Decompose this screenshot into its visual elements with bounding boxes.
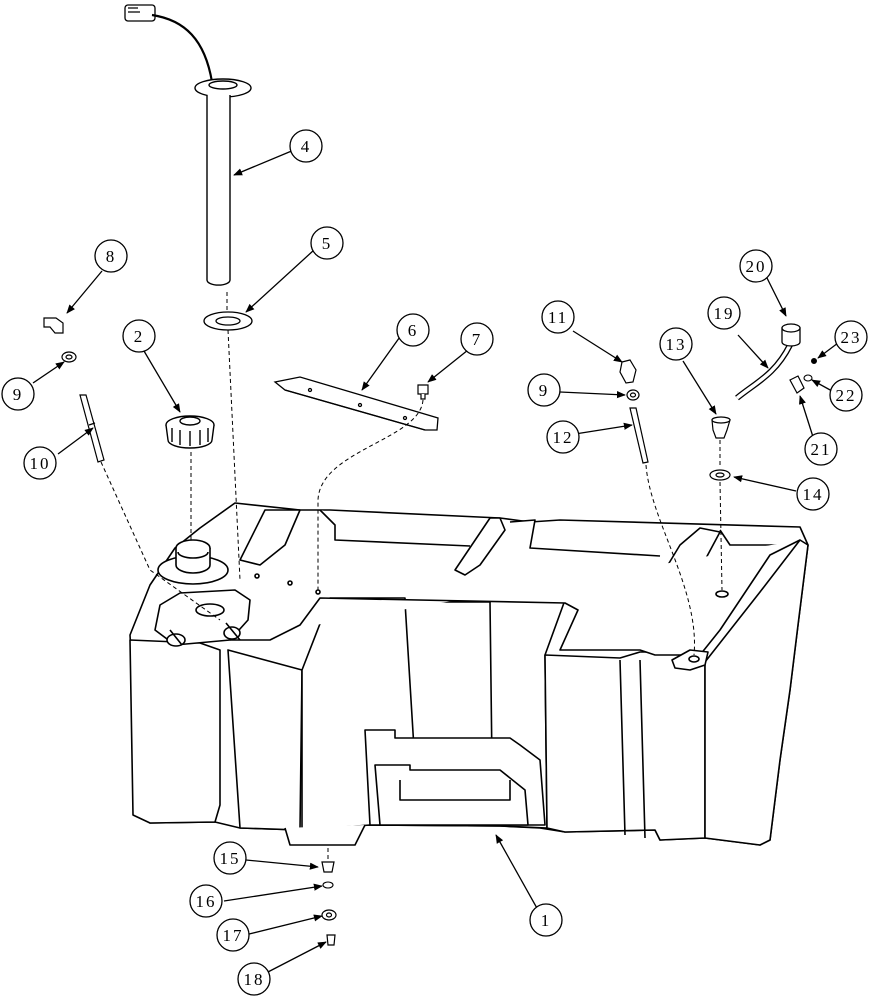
grommet-right	[626, 389, 640, 401]
callout-13-label: 13	[666, 335, 687, 354]
callout-16: 16	[189, 884, 223, 918]
callout-9-right-label: 9	[539, 381, 550, 400]
assembly-lines	[100, 292, 723, 860]
callout-19: 19	[707, 296, 741, 330]
small-washer-22	[803, 374, 813, 382]
callout-14-label: 14	[803, 485, 824, 504]
mounting-strap	[273, 376, 439, 431]
callout-22-label: 22	[836, 386, 857, 405]
callout-12: 12	[546, 420, 580, 454]
callout-2-label: 2	[134, 327, 145, 346]
callout-9-left: 9	[1, 377, 35, 411]
callout-2: 2	[122, 319, 156, 353]
callout-4-label: 4	[301, 137, 312, 156]
callout-20-label: 20	[746, 257, 767, 276]
callout-15: 15	[213, 841, 247, 875]
grommet-left	[61, 351, 77, 363]
callout-5: 5	[310, 226, 344, 260]
callout-23: 23	[834, 320, 868, 354]
callout-8-label: 8	[106, 247, 117, 266]
o-ring	[322, 881, 334, 889]
sender-wire-harness	[124, 4, 214, 83]
vent-filter	[781, 323, 801, 347]
leader-lines	[32, 149, 839, 974]
filler-cap	[165, 415, 215, 449]
callout-4: 4	[289, 129, 323, 163]
callout-22: 22	[829, 378, 863, 412]
vent-fitting-right	[619, 359, 637, 384]
callout-23-label: 23	[841, 328, 862, 347]
callout-8: 8	[94, 239, 128, 273]
callout-7: 7	[460, 322, 494, 356]
callout-17-label: 17	[223, 926, 244, 945]
vent-hose	[735, 343, 793, 401]
callout-14: 14	[796, 477, 830, 511]
callout-21: 21	[804, 432, 838, 466]
callout-18: 18	[237, 962, 271, 996]
drain-plug	[326, 934, 336, 946]
sender-gasket	[203, 311, 253, 331]
drain-washer	[321, 909, 337, 921]
callout-1-label: 1	[541, 911, 552, 930]
drain-fitting	[321, 861, 335, 873]
callout-12-label: 12	[553, 428, 574, 447]
callout-9-right: 9	[527, 373, 561, 407]
callout-6: 6	[396, 313, 430, 347]
callout-10: 10	[23, 446, 57, 480]
callout-17: 17	[216, 918, 250, 952]
callout-1: 1	[529, 903, 563, 937]
hose-clamp	[789, 375, 805, 394]
callout-5-label: 5	[322, 234, 333, 253]
strap-bolt	[417, 384, 429, 400]
callout-7-label: 7	[472, 330, 483, 349]
rollover-valve	[711, 416, 731, 439]
callout-20: 20	[739, 249, 773, 283]
elbow-fitting-left	[43, 317, 64, 334]
callout-13: 13	[659, 327, 693, 361]
callout-16-label: 16	[196, 892, 217, 911]
tube-right	[629, 407, 649, 464]
fuel-level-sender	[194, 78, 252, 286]
callout-21-label: 21	[811, 440, 832, 459]
callout-15-label: 15	[220, 849, 241, 868]
callout-10-label: 10	[30, 454, 51, 473]
valve-grommet	[709, 469, 731, 481]
small-nut-23	[811, 358, 817, 364]
callout-11: 11	[541, 300, 575, 334]
callout-9-left-label: 9	[13, 385, 24, 404]
fuel-tank	[129, 502, 809, 846]
callout-11-label: 11	[548, 308, 568, 327]
callout-18-label: 18	[244, 970, 265, 989]
callout-6-label: 6	[408, 321, 419, 340]
callout-19-label: 19	[714, 304, 735, 323]
